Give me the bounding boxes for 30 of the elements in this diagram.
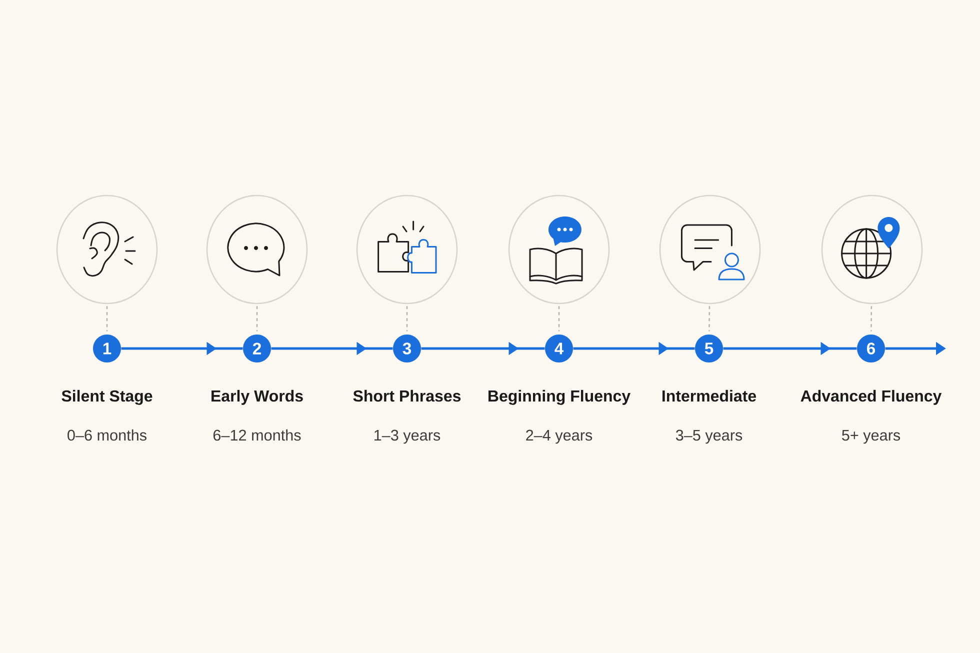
step-number: 3	[393, 334, 421, 362]
dotted-connector	[106, 306, 108, 332]
duration-label: 5+ years	[842, 430, 900, 444]
stage-title: Short Phrases	[353, 390, 461, 402]
stage-title: Intermediate	[662, 390, 756, 402]
step-number: 5	[695, 334, 723, 362]
stage-title: Early Words	[212, 390, 303, 405]
step-number: 2	[243, 334, 271, 362]
dotted-connector	[708, 306, 710, 332]
duration-label: 1–3 years	[374, 430, 440, 444]
icon-circle	[821, 194, 923, 304]
duration-label: 0–6 months	[68, 429, 146, 441]
icon-circle	[56, 194, 158, 304]
icon-circle	[659, 194, 761, 304]
dotted-connector	[558, 306, 560, 332]
dotted-connector	[256, 306, 258, 332]
icon-circle	[508, 194, 610, 304]
dotted-connector	[406, 306, 408, 332]
icon-circle	[206, 194, 308, 304]
step-number: 1	[93, 334, 121, 362]
icon-circle	[356, 194, 458, 304]
dotted-connector	[870, 306, 872, 332]
step-number: 6	[857, 334, 885, 362]
stage-title: Advanced Fluency	[800, 390, 942, 405]
duration-label: 6–12 months	[213, 429, 301, 441]
stage-title: Beginning Fluency	[488, 390, 630, 405]
duration-label: 3–5 years	[676, 430, 742, 444]
stage-title: Silent Stage	[62, 390, 152, 405]
duration-label: 2–4 years	[526, 430, 592, 444]
step-number: 4	[545, 334, 573, 362]
